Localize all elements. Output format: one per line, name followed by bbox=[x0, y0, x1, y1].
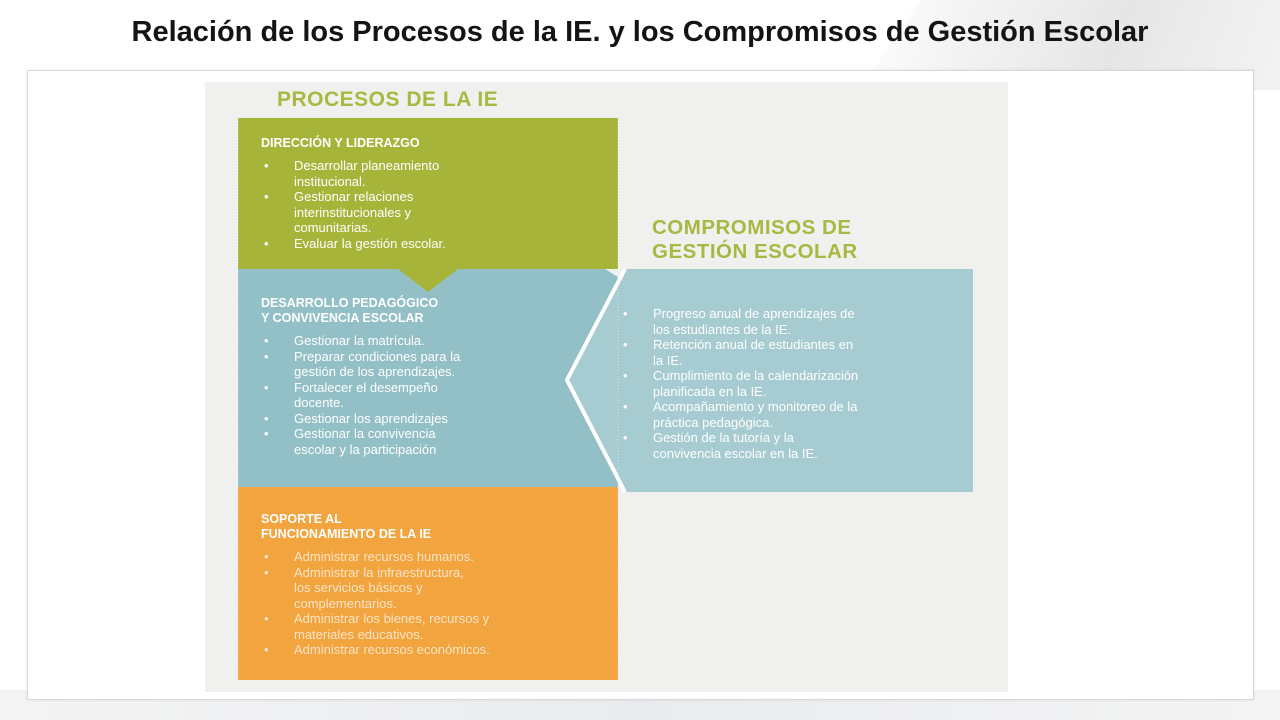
list-item: • Evaluar la gestión escolar. bbox=[261, 236, 561, 252]
block-title-line: DESARROLLO PEDAGÓGICO bbox=[261, 296, 439, 310]
list-item-line: materiales educativos. bbox=[294, 626, 424, 642]
diagram-shapes bbox=[237, 118, 973, 680]
bullet-icon: • bbox=[264, 333, 269, 348]
list-item-line: Gestionar la convivencia bbox=[294, 426, 436, 441]
list-item-line: Administrar recursos económicos. bbox=[294, 642, 490, 657]
block-direccion-shape bbox=[238, 118, 618, 292]
block-compromisos-shape bbox=[567, 269, 973, 492]
list-item: • Administrar la infraestructura,los serv… bbox=[261, 565, 591, 612]
list-item-line: docente. bbox=[294, 395, 344, 410]
list-item: • Gestionar la matrícula. bbox=[261, 333, 561, 349]
procesos-heading: PROCESOS DE LA IE bbox=[277, 88, 499, 111]
list-item-line: complementarios. bbox=[294, 595, 397, 611]
bullet-icon: • bbox=[264, 549, 269, 564]
list-item-line: Desarrollar planeamiento bbox=[294, 158, 440, 173]
list-item: • Administrar recursos económicos. bbox=[261, 642, 591, 658]
list-item-line: Progreso anual de aprendizajes de bbox=[653, 306, 855, 321]
list-item-line: planificada en la IE. bbox=[653, 383, 767, 399]
block-desarrollo-shape bbox=[238, 269, 618, 487]
bullet-list: • Gestionar la matrícula. • Preparar condic… bbox=[261, 333, 561, 457]
bullet-icon: • bbox=[623, 337, 628, 352]
process-diagram: PROCESOS DE LA IE COMPROMISOS DE GESTIÓN… bbox=[205, 82, 1008, 692]
list-item-line: comunitarias. bbox=[294, 220, 372, 235]
list-item-line: Preparar condiciones para la bbox=[294, 348, 461, 364]
list-item-line: escolar y la participación bbox=[294, 441, 437, 457]
block-title: DIRECCIÓN Y LIDERAZGO bbox=[261, 136, 561, 151]
bullet-icon: • bbox=[623, 430, 628, 445]
list-item-line: Gestión de la tutoría y la bbox=[653, 430, 794, 445]
bullet-icon: • bbox=[264, 379, 269, 395]
list-item-line: la IE. bbox=[653, 352, 683, 368]
list-item-line: Administrar la infraestructura, bbox=[294, 564, 464, 580]
list-item-line: interinstitucionales y bbox=[294, 204, 412, 220]
list-item-line: Evaluar la gestión escolar. bbox=[294, 235, 446, 251]
bullet-icon: • bbox=[264, 189, 269, 204]
block-title-line: Y CONVIVENCIA ESCOLAR bbox=[261, 311, 424, 325]
list-item-line: Gestionar los aprendizajes bbox=[294, 410, 448, 426]
bullet-icon: • bbox=[264, 158, 269, 173]
list-item-line: los servicios básicos y bbox=[294, 580, 423, 595]
list-item-line: Administrar los bienes, recursos y bbox=[294, 611, 490, 626]
block-title-line: FUNCIONAMIENTO DE LA IE bbox=[261, 527, 432, 541]
block-soporte-shape bbox=[238, 487, 618, 680]
list-item-line: Cumplimiento de la calendarización bbox=[653, 368, 859, 383]
list-item-line: Administrar recursos humanos. bbox=[294, 549, 474, 564]
chevron-separator bbox=[564, 268, 627, 493]
bullet-icon: • bbox=[623, 306, 628, 321]
bullet-list: • Administrar recursos humanos. • Administr… bbox=[261, 549, 591, 658]
compromisos-heading-line: COMPROMISOS DE bbox=[652, 216, 852, 239]
list-item-line: práctica pedagógica. bbox=[653, 414, 773, 430]
list-item-line: institucional. bbox=[294, 173, 366, 189]
block-title-line: SOPORTE AL bbox=[261, 512, 342, 526]
list-item: • Administrar recursos humanos. bbox=[261, 549, 591, 565]
list-item-line: convivencia escolar en la IE. bbox=[653, 445, 818, 461]
list-item-line: los estudiantes de la IE. bbox=[653, 321, 792, 337]
bullet-icon: • bbox=[264, 564, 269, 580]
bullet-icon: • bbox=[264, 410, 269, 426]
list-item-line: Gestionar relaciones bbox=[294, 189, 414, 204]
bullet-icon: • bbox=[264, 611, 269, 626]
block-title-line: DIRECCIÓN Y LIDERAZGO bbox=[261, 136, 420, 150]
list-item-line: gestión de los aprendizajes. bbox=[294, 364, 456, 379]
slide-title: Relación de los Procesos de la IE. y los… bbox=[131, 16, 1149, 48]
compromisos-heading-line: GESTIÓN ESCOLAR bbox=[652, 240, 858, 263]
bullet-icon: • bbox=[623, 399, 628, 414]
list-item-line: Gestionar la matrícula. bbox=[294, 333, 425, 348]
bullet-icon: • bbox=[264, 235, 269, 251]
block-direccion: DIRECCIÓN Y LIDERAZGO • Desarrollar planea… bbox=[261, 136, 561, 251]
bullet-icon: • bbox=[264, 348, 269, 364]
bullet-icon: • bbox=[264, 426, 269, 441]
bullet-icon: • bbox=[264, 642, 269, 657]
list-item: • Gestionar los aprendizajes bbox=[261, 411, 561, 427]
list-item-line: Fortalecer el desempeño bbox=[294, 379, 438, 395]
list-item-line: Acompañamiento y monitoreo de la bbox=[653, 399, 858, 414]
bullet-icon: • bbox=[623, 368, 628, 383]
compromisos-heading: COMPROMISOS DE GESTIÓN ESCOLAR bbox=[652, 216, 858, 264]
list-item-line: Retención anual de estudiantes en bbox=[653, 337, 854, 352]
